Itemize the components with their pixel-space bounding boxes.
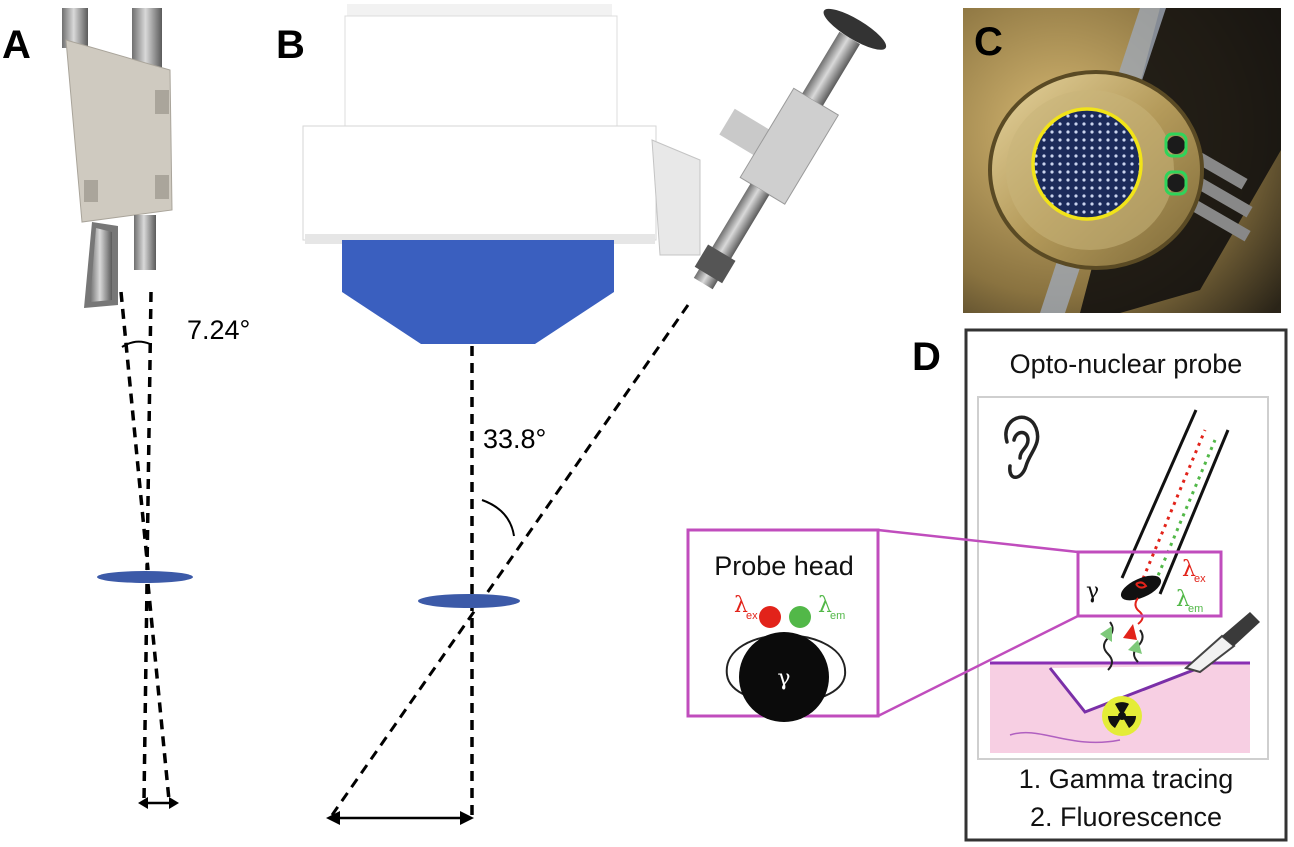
lambda-ex: λ xyxy=(734,593,748,618)
emission-fiber xyxy=(789,606,811,628)
probe-tip-icon xyxy=(988,70,1253,270)
width-arrow-a xyxy=(138,797,179,809)
scene-lambda-em-sub: em xyxy=(1188,603,1203,615)
scene-lambda-ex: λ xyxy=(1182,557,1196,582)
emission-squiggles xyxy=(1100,621,1144,671)
panel-a: A 7.24° xyxy=(2,8,250,809)
probe-head-gamma: γ xyxy=(777,666,790,691)
width-arrow-b xyxy=(326,811,474,825)
panel-b-label: B xyxy=(276,23,305,67)
probe-head-title: Probe head xyxy=(714,551,854,581)
excitation-fiber xyxy=(759,606,781,628)
probe-b-illustration xyxy=(651,8,887,290)
panel-c-label: C xyxy=(974,20,1003,64)
radiation-trefoil-icon xyxy=(1102,696,1142,736)
panel-d-title: Opto-nuclear probe xyxy=(1010,349,1243,379)
focal-disc-b xyxy=(418,594,520,608)
scene-lambda-em: λ xyxy=(1176,587,1190,612)
lambda-em: λ xyxy=(818,593,832,618)
panel-d: D Opto-nuclear probe xyxy=(686,328,1288,842)
scene-gamma: γ xyxy=(1086,579,1099,604)
collimator xyxy=(342,240,614,292)
lambda-ex-sub: ex xyxy=(746,610,758,622)
panel-c: C xyxy=(963,8,1281,313)
angle-label-a: 7.24° xyxy=(187,315,250,345)
list-item-gamma-tracing: 1. Gamma tracing xyxy=(1019,764,1234,794)
lambda-em-sub: em xyxy=(830,610,845,622)
angle-label-b: 33.8° xyxy=(483,424,546,454)
gamma-camera-illustration xyxy=(302,4,657,344)
ear-icon xyxy=(1004,415,1040,479)
fiber-probe xyxy=(1120,409,1230,625)
scalpel-icon xyxy=(1183,612,1260,674)
probe-a-illustration xyxy=(62,8,173,308)
probe-detail-box xyxy=(1076,550,1223,618)
list-item-fluorescence: 2. Fluorescence xyxy=(1030,802,1222,832)
panel-b: B 33.8° xyxy=(276,4,887,825)
panel-d-label: D xyxy=(912,335,941,379)
scene-lambda-ex-sub: ex xyxy=(1194,573,1206,585)
probe-head-zoom: Probe head γ λ ex λ em xyxy=(686,528,880,722)
panel-a-label: A xyxy=(2,23,31,67)
focal-disc-a xyxy=(97,571,193,583)
